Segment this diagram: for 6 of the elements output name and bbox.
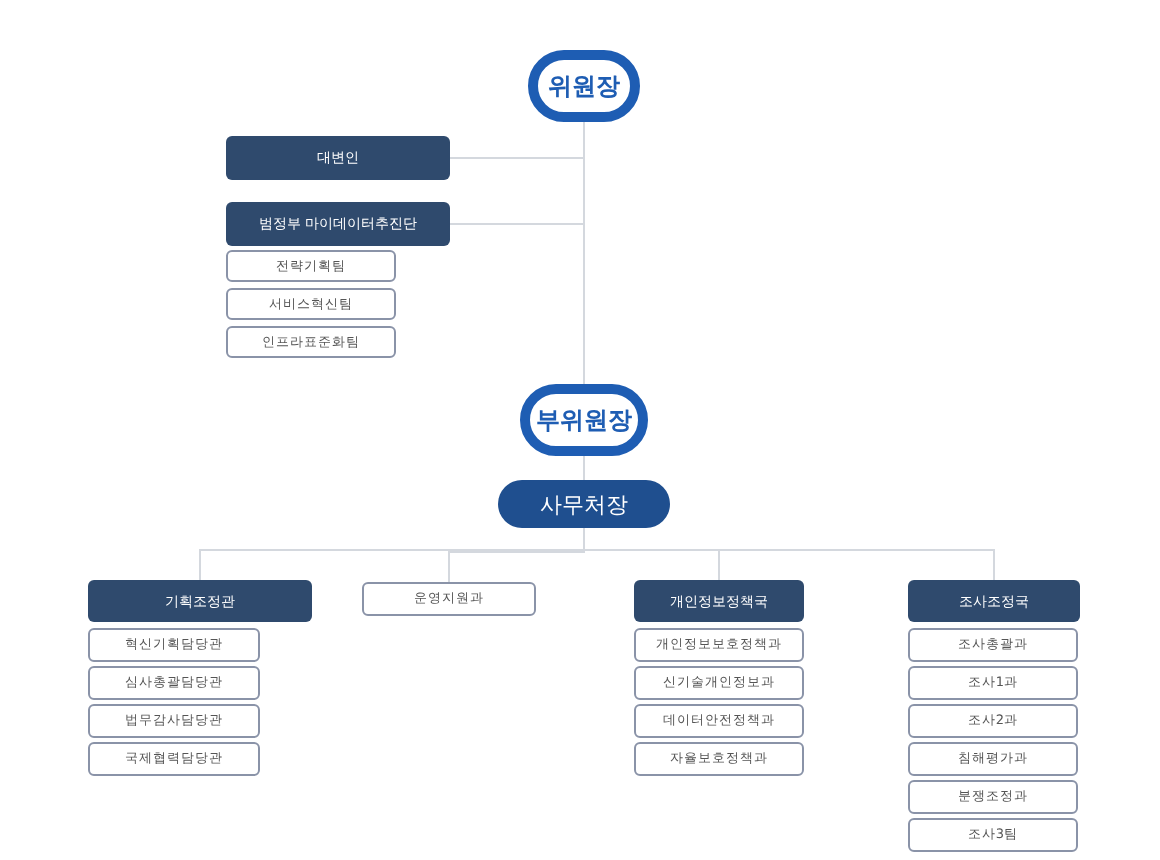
connector-line — [583, 527, 995, 581]
title-box: 부위원장 — [520, 384, 648, 456]
connector-line — [583, 455, 585, 481]
title-box: 사무처장 — [498, 480, 670, 528]
connector-line — [583, 121, 585, 385]
title-box: 위원장 — [528, 50, 640, 122]
